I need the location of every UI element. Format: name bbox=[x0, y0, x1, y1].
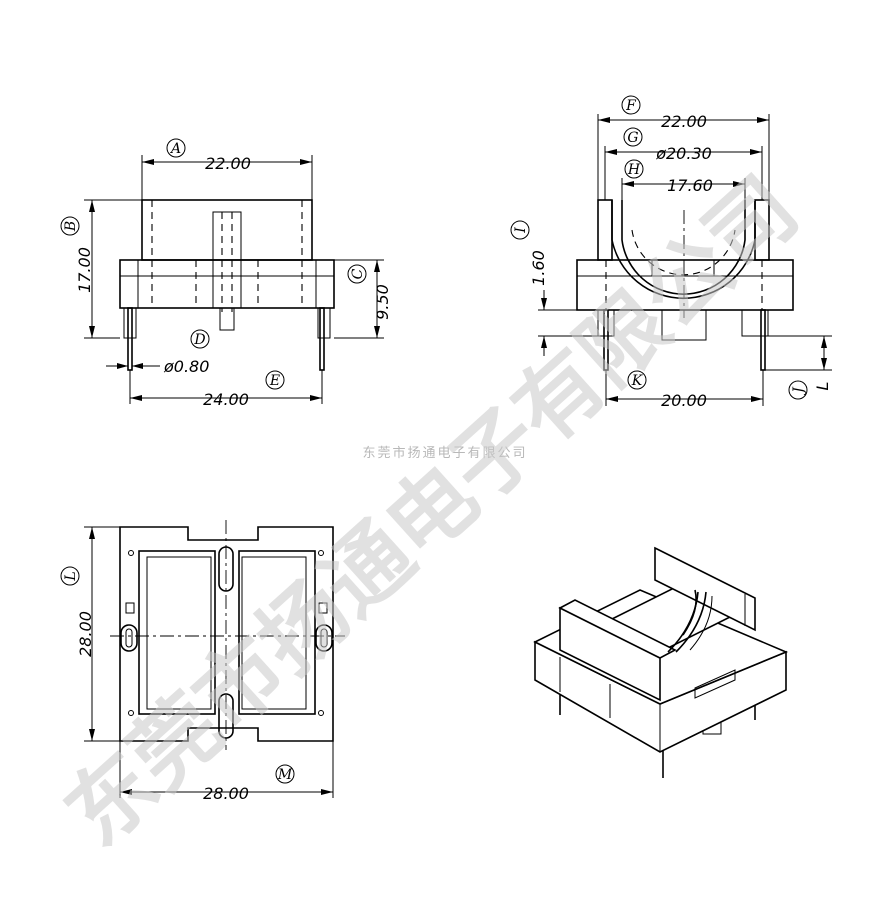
dim-A-label: A bbox=[169, 141, 181, 157]
dim-K-value: 20.00 bbox=[661, 391, 707, 410]
dim-G-value: ø20.30 bbox=[655, 144, 712, 163]
dim-B-balloon bbox=[60, 216, 80, 236]
dim-J-value: L bbox=[813, 382, 832, 391]
dim-J-label: J bbox=[791, 386, 807, 396]
dim-A-value: 22.00 bbox=[205, 154, 251, 173]
dim-D-label: D bbox=[193, 332, 205, 348]
dim-H-value: 17.60 bbox=[667, 176, 713, 195]
dim-M-label: M bbox=[277, 767, 293, 783]
dim-L-value: 28.00 bbox=[76, 611, 95, 657]
dim-K-label: K bbox=[631, 373, 644, 389]
isometric-view bbox=[533, 546, 789, 778]
dim-M-value: 28.00 bbox=[203, 784, 249, 803]
front-pin-left bbox=[127, 307, 133, 371]
dim-B-label: B bbox=[63, 221, 79, 232]
bottom-view: L 28.00 M 28.00 bbox=[60, 520, 345, 803]
side-view: F 22.00 G ø20.30 H 17.60 I 1.60 bbox=[510, 95, 832, 410]
front-pin-right bbox=[319, 307, 325, 371]
front-upper-box bbox=[141, 199, 313, 261]
dim-M-balloon bbox=[275, 764, 295, 784]
dim-C-balloon bbox=[347, 264, 367, 284]
dim-F-balloon bbox=[621, 95, 641, 115]
dim-K-balloon bbox=[627, 370, 647, 390]
dim-E-balloon bbox=[265, 370, 285, 390]
dim-B-value: 17.00 bbox=[75, 247, 94, 293]
dim-G-label: G bbox=[627, 130, 638, 146]
dim-C-value: 9.50 bbox=[373, 284, 392, 320]
dim-I-balloon bbox=[510, 220, 530, 240]
dim-I-label: I bbox=[513, 227, 529, 234]
company-name: 东莞市扬通电子有限公司 bbox=[362, 445, 527, 461]
dim-D-balloon bbox=[190, 329, 210, 349]
dim-F-label: F bbox=[625, 98, 637, 114]
watermark: 东莞市扬通电子有限公司 bbox=[47, 158, 817, 865]
dim-J-balloon bbox=[788, 380, 808, 400]
dim-D-value: ø0.80 bbox=[163, 357, 209, 376]
dim-C-label: C bbox=[350, 268, 366, 279]
dim-G-balloon bbox=[623, 127, 643, 147]
dim-H-label: H bbox=[627, 162, 641, 178]
dim-F-value: 22.00 bbox=[661, 112, 707, 131]
dim-E-value: 24.00 bbox=[203, 390, 249, 409]
dim-L-balloon bbox=[60, 566, 80, 586]
dim-H-balloon bbox=[624, 159, 644, 179]
dim-E-label: E bbox=[269, 373, 280, 389]
front-view: A 22.00 B 17.00 C 9.50 D ø0.80 bbox=[60, 138, 392, 409]
dim-L-label: L bbox=[63, 571, 79, 581]
dim-I-value: 1.60 bbox=[529, 250, 548, 286]
dim-A-balloon bbox=[166, 138, 186, 158]
